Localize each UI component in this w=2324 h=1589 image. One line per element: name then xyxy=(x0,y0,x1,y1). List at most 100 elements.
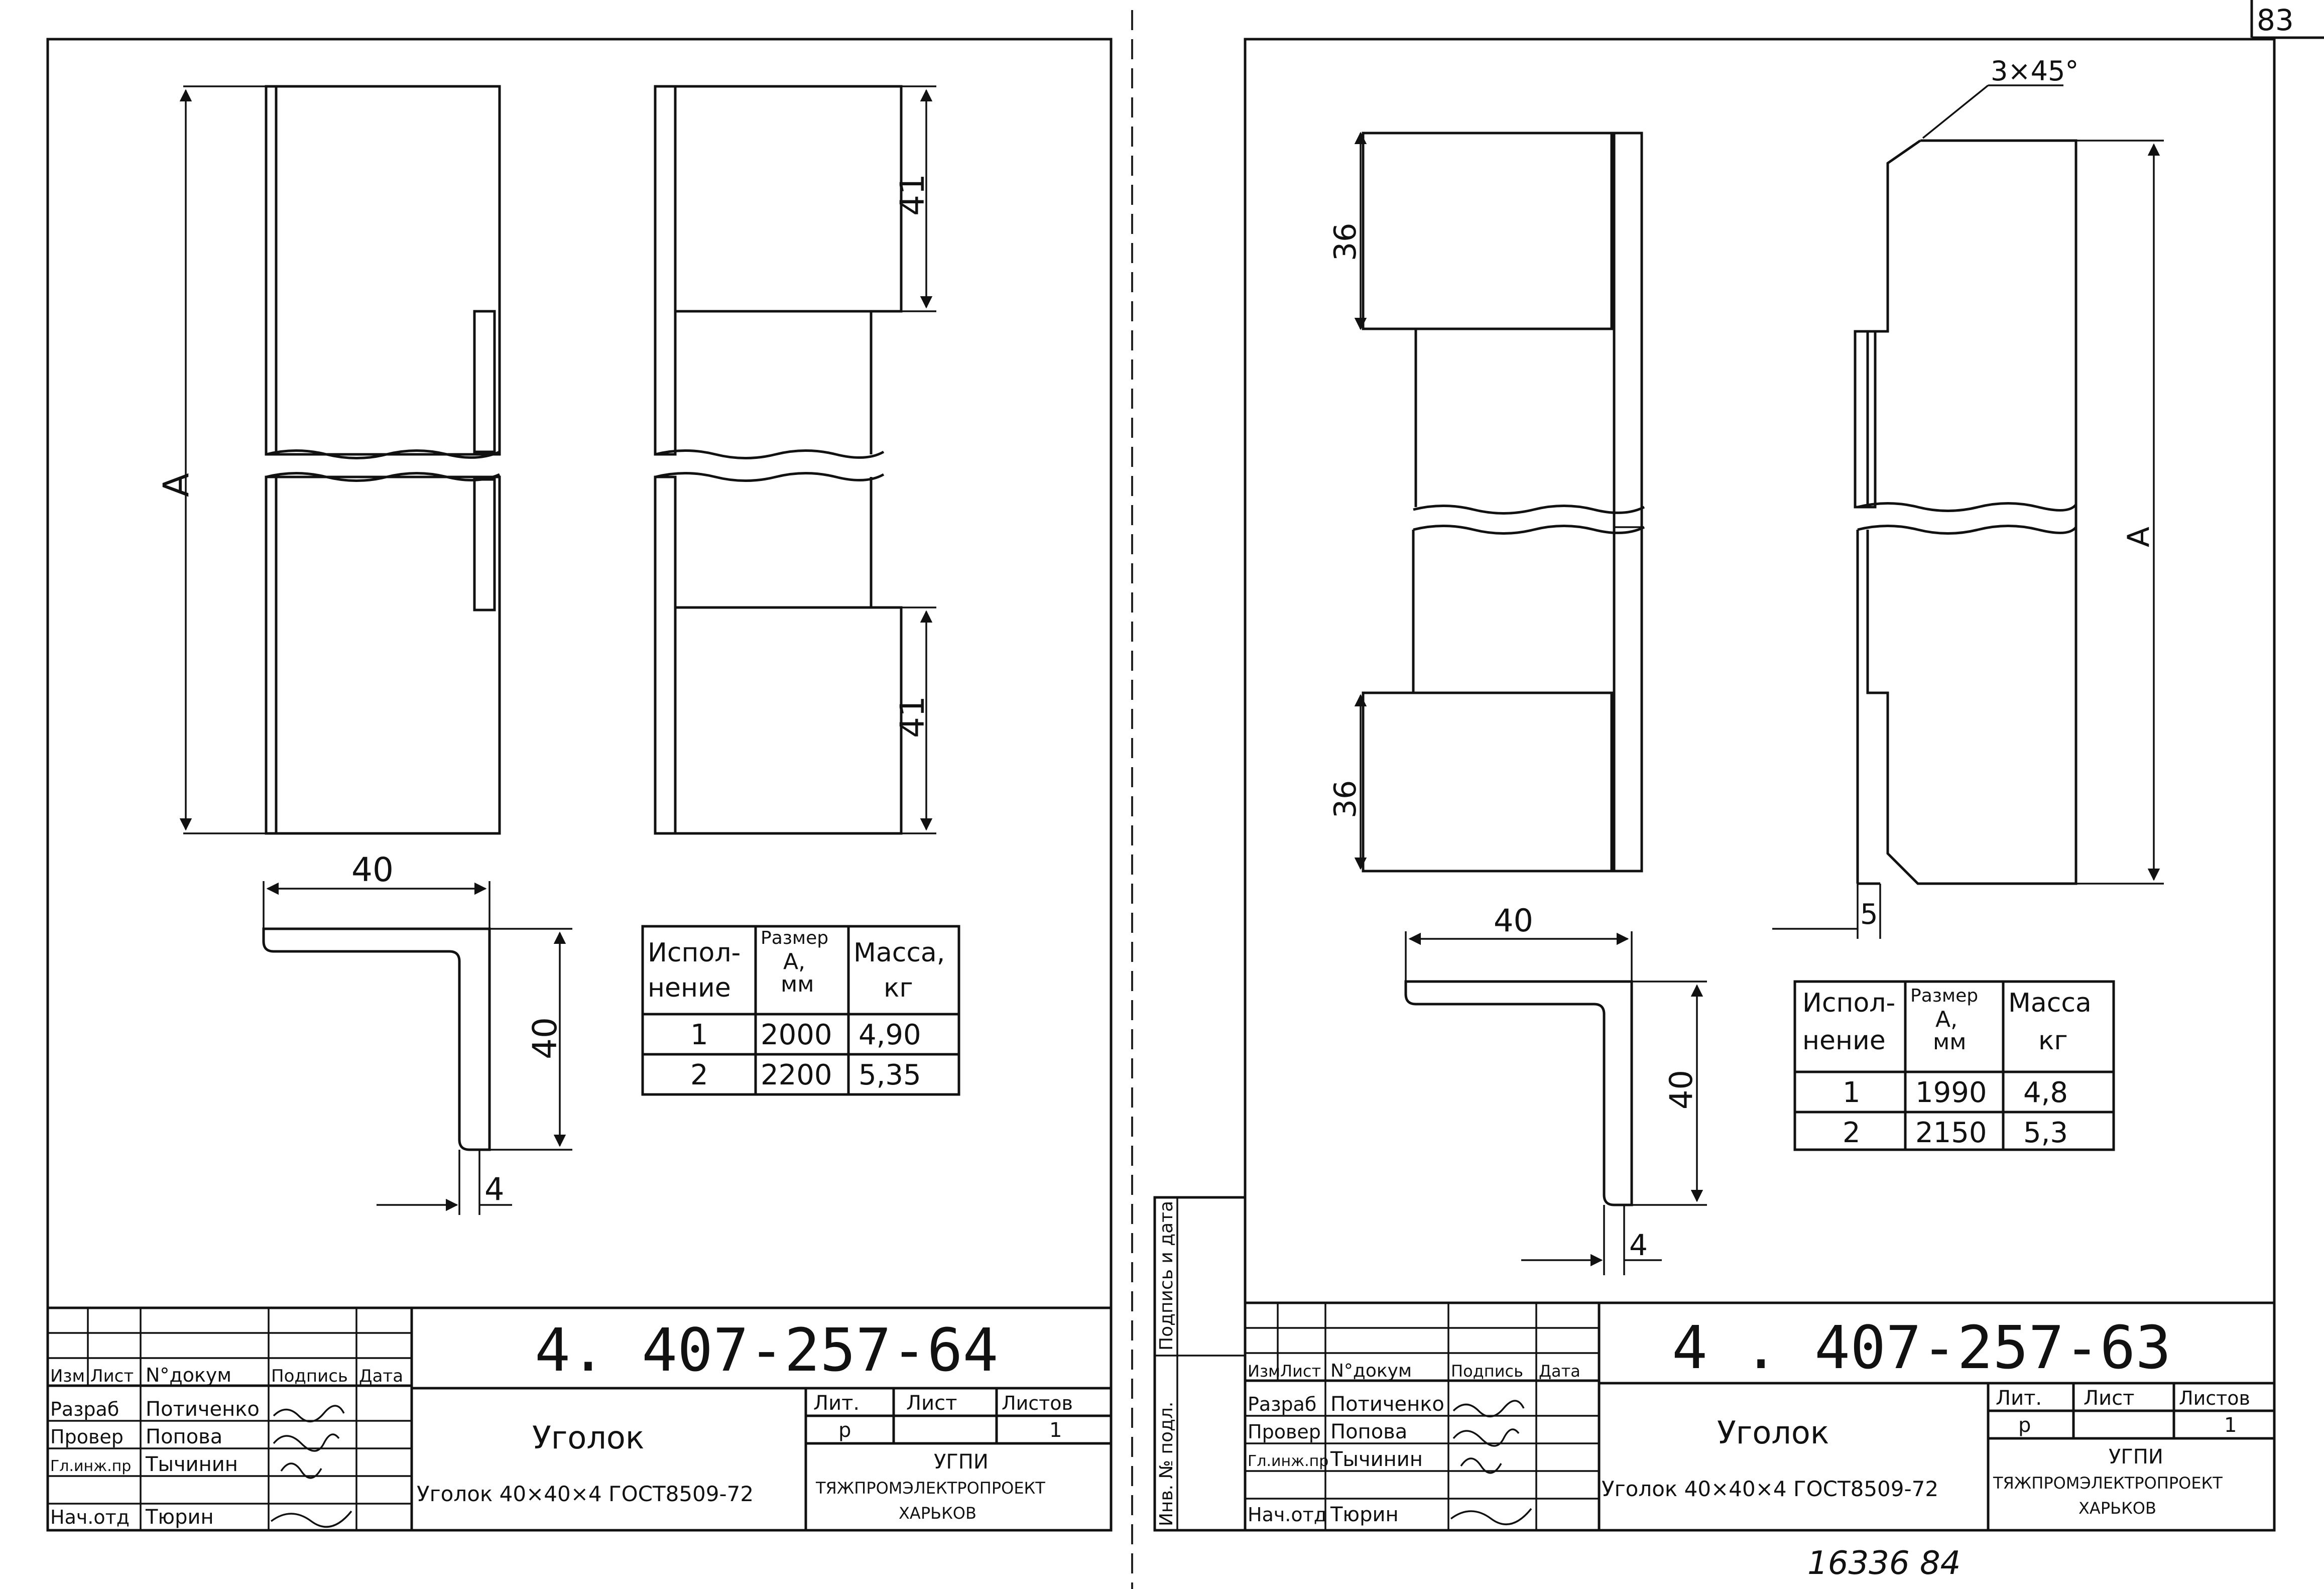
dim-top-cut-label: 36 xyxy=(1328,223,1363,261)
table-cell: 1990 xyxy=(1915,1076,1987,1109)
tb-role: Провер xyxy=(50,1426,124,1448)
tb-header: Изм xyxy=(50,1366,85,1386)
org-line: ТЯЖПРОМЭЛЕКТРОПРОЕКТ xyxy=(1993,1474,2223,1493)
table-header-cell: кг xyxy=(2038,1026,2068,1056)
tb-lit-value: 1 xyxy=(1049,1419,1062,1442)
sheet-left: А 41 41 40 xyxy=(46,38,1113,1532)
table-cell: 1 xyxy=(690,1019,708,1051)
tb-role: Провер xyxy=(1248,1421,1321,1443)
tb-role: Разраб xyxy=(1248,1393,1316,1415)
tb-role: Разраб xyxy=(50,1398,119,1420)
tb-role: Нач.отд xyxy=(1248,1504,1327,1526)
page-number: 83 xyxy=(2257,3,2294,37)
tb-header: Лист xyxy=(1280,1362,1321,1381)
tb-header: Дата xyxy=(359,1366,403,1386)
tb-lit-header: Лит. xyxy=(813,1392,860,1415)
stamp-sign-label: Подпись и дата xyxy=(1156,1201,1177,1351)
table-header-cell: Масса xyxy=(2008,988,2092,1018)
tb-person: Тычинин xyxy=(1330,1448,1423,1471)
side-stamp: Инв. № подл. Подпись и дата xyxy=(1153,1196,1247,1532)
tb-person: Тычинин xyxy=(145,1453,238,1476)
tb-person: Потиченко xyxy=(1330,1393,1444,1416)
tb-person: Потиченко xyxy=(146,1398,260,1421)
dim-bottom-cut-label: 41 xyxy=(893,696,932,738)
material-spec: Уголок 40×40×4 ГОСТ8509-72 xyxy=(1602,1477,1938,1501)
tb-lit-header: Листов xyxy=(2179,1387,2250,1409)
signature xyxy=(1460,1457,1502,1474)
tb-lit-value: р xyxy=(838,1419,851,1442)
tb-header: Изм xyxy=(1248,1362,1280,1381)
tb-lit-header: Листов xyxy=(1002,1392,1073,1414)
tb-role: Гл.инж.пр xyxy=(1248,1452,1328,1470)
table-header-cell: Испол- xyxy=(648,938,741,968)
execution-table: Испол- нение Размер А, мм Масса, кг 1 20… xyxy=(641,925,960,1096)
tb-lit-value: 1 xyxy=(2224,1414,2237,1437)
table-header-cell: мм xyxy=(781,971,814,997)
table-header-cell: А, xyxy=(783,949,805,974)
angle-chamfer-view: 5 А 3×45° xyxy=(1772,55,2164,939)
dim-section-width: 40 xyxy=(1494,902,1533,939)
dim-length-label: А xyxy=(156,473,197,497)
drawing-number: 4 . 407-257-63 xyxy=(1672,1313,2171,1382)
sheet-frame xyxy=(1244,38,2276,1532)
tb-lit-header: Лист xyxy=(906,1392,957,1415)
angle-section: 40 40 4 xyxy=(262,850,572,1215)
table-header-cell: А, xyxy=(1935,1007,1958,1032)
dim-section-height: 40 xyxy=(1663,1070,1699,1110)
part-name: Уголок xyxy=(532,1419,644,1456)
table-cell: 2 xyxy=(1843,1117,1861,1149)
table-header-cell: Размер xyxy=(1910,986,1978,1006)
angle-cut-view: 41 41 xyxy=(654,85,936,835)
signature xyxy=(280,1462,322,1479)
tb-person: Попова xyxy=(146,1425,222,1448)
part-name: Уголок xyxy=(1717,1414,1829,1451)
dim-section-height: 40 xyxy=(526,1017,564,1059)
org-line: УГПИ xyxy=(934,1450,989,1474)
signature xyxy=(270,1510,352,1528)
dim-chamfer: 3×45° xyxy=(1991,55,2078,87)
title-block: Изм Лист N°докум Подпись Дата Разраб Пот… xyxy=(1244,1301,2276,1532)
table-header-cell: кг xyxy=(884,973,913,1003)
sheet-right: Инв. № подл. Подпись и дата 36 36 xyxy=(1153,38,2276,1582)
tb-role: Нач.отд xyxy=(50,1506,130,1528)
tb-header: Подпись xyxy=(1451,1362,1523,1381)
dim-thickness: 4 xyxy=(1629,1228,1648,1262)
org-line: ХАРЬКОВ xyxy=(899,1504,976,1523)
org-line: УГПИ xyxy=(2109,1445,2163,1469)
table-cell: 2150 xyxy=(1915,1117,1987,1149)
angle-section: 40 40 4 xyxy=(1404,902,1707,1275)
table-cell: 2000 xyxy=(761,1019,832,1051)
tb-lit-header: Лит. xyxy=(1996,1387,2042,1410)
drawing-number: 4. 407-257-64 xyxy=(535,1315,999,1385)
tb-lit-header: Лист xyxy=(2084,1387,2134,1410)
tb-lit-value: р xyxy=(2018,1414,2031,1437)
table-cell: 4,8 xyxy=(2023,1076,2068,1109)
angle-flange-view: 36 36 xyxy=(1328,132,1645,873)
table-cell: 5,3 xyxy=(2023,1117,2068,1149)
table-header-cell: Масса, xyxy=(853,938,945,968)
dim-thickness: 4 xyxy=(484,1171,504,1207)
org-line: ТЯЖПРОМЭЛЕКТРОПРОЕКТ xyxy=(815,1479,1045,1498)
title-block: Изм Лист N°докум Подпись Дата Разраб Пот… xyxy=(46,1306,1113,1532)
signature xyxy=(273,1405,345,1423)
table-cell: 5,35 xyxy=(859,1059,921,1091)
signature xyxy=(1452,1400,1525,1418)
angle-long-view: А xyxy=(156,85,501,835)
table-cell: 1 xyxy=(1843,1076,1861,1109)
tb-person: Попова xyxy=(1330,1420,1407,1443)
table-header-cell: мм xyxy=(1933,1029,1966,1055)
signature xyxy=(1450,1508,1532,1525)
tb-person: Тюрин xyxy=(145,1506,214,1529)
signature xyxy=(273,1433,340,1452)
table-header-cell: Испол- xyxy=(1802,988,1895,1018)
signature xyxy=(1452,1428,1520,1447)
material-spec: Уголок 40×40×4 ГОСТ8509-72 xyxy=(417,1482,754,1506)
tb-header: Лист xyxy=(90,1366,134,1386)
dim-length-label: А xyxy=(2121,527,2156,547)
footer-note: 16336 84 xyxy=(1807,1545,1961,1582)
tb-header: Дата xyxy=(1539,1362,1580,1381)
dim-offset: 5 xyxy=(1860,898,1878,931)
table-header-cell: нение xyxy=(648,973,731,1003)
table-cell: 4,90 xyxy=(859,1019,921,1051)
